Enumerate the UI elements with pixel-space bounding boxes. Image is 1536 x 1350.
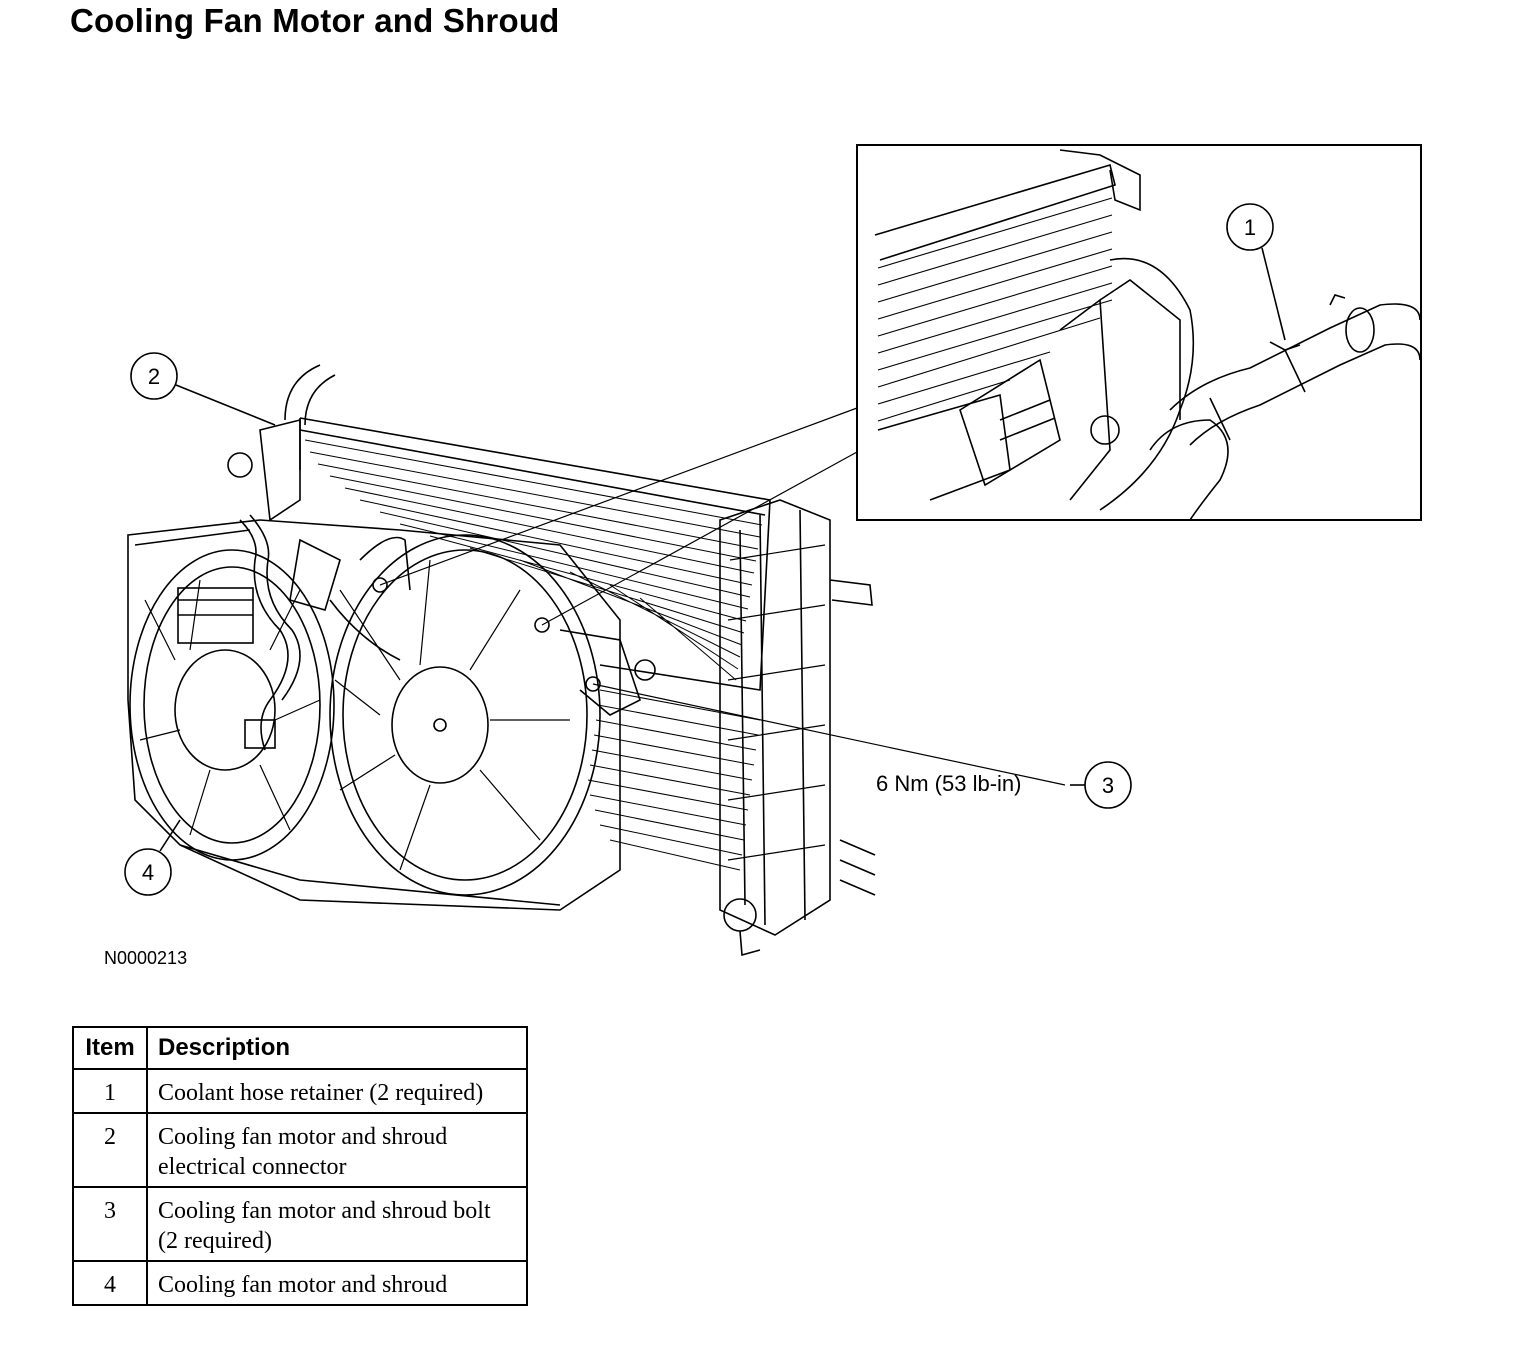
fan-wiring-harness [239, 514, 411, 751]
legend-item-number: 2 [72, 1112, 148, 1188]
radiator-side-tank [719, 499, 876, 957]
table-row: 1 Coolant hose retainer (2 required) [72, 1068, 528, 1114]
left-fan [129, 549, 335, 861]
fan-shroud [127, 519, 621, 911]
right-fan [329, 534, 601, 896]
callout-1 [1226, 203, 1286, 341]
legend-item-description: Cooling fan motor and shroud electrical … [146, 1112, 528, 1188]
legend-item-number: 1 [72, 1068, 148, 1114]
detail-inset-frame [856, 144, 1422, 521]
table-row: 3 Cooling fan motor and shroud bolt (2 r… [72, 1186, 528, 1262]
callout-2-label: 2 [148, 364, 160, 389]
torque-spec: 6 Nm (53 lb-in) [876, 771, 1022, 796]
callout-1-label: 1 [1244, 215, 1256, 240]
detail-inset-drawing [874, 149, 1421, 521]
callout-4-label: 4 [142, 860, 154, 885]
page-title: Cooling Fan Motor and Shroud [70, 2, 560, 39]
legend-header-row: Item Description [72, 1026, 528, 1070]
shroud-bolts [372, 577, 656, 716]
legend-item-number: 3 [72, 1186, 148, 1262]
callout-2 [130, 352, 276, 426]
legend-item-description: Coolant hose retainer (2 required) [146, 1068, 528, 1114]
radiator-core [299, 417, 771, 871]
upper-hose [227, 364, 336, 522]
table-row: 4 Cooling fan motor and shroud [72, 1260, 528, 1306]
callout-3 [592, 683, 1132, 809]
legend-header-item: Item [72, 1026, 148, 1070]
callout-3-label: 3 [1102, 773, 1114, 798]
table-row: 2 Cooling fan motor and shroud electrica… [72, 1112, 528, 1188]
legend-table: Item Description 1 Coolant hose retainer… [72, 1026, 528, 1306]
legend-item-number: 4 [72, 1260, 148, 1306]
callout-4 [124, 819, 181, 896]
legend-header-description: Description [146, 1026, 528, 1070]
figure-id: N0000213 [104, 948, 188, 968]
legend-item-description: Cooling fan motor and shroud bolt (2 req… [146, 1186, 528, 1262]
legend-item-description: Cooling fan motor and shroud [146, 1260, 528, 1306]
